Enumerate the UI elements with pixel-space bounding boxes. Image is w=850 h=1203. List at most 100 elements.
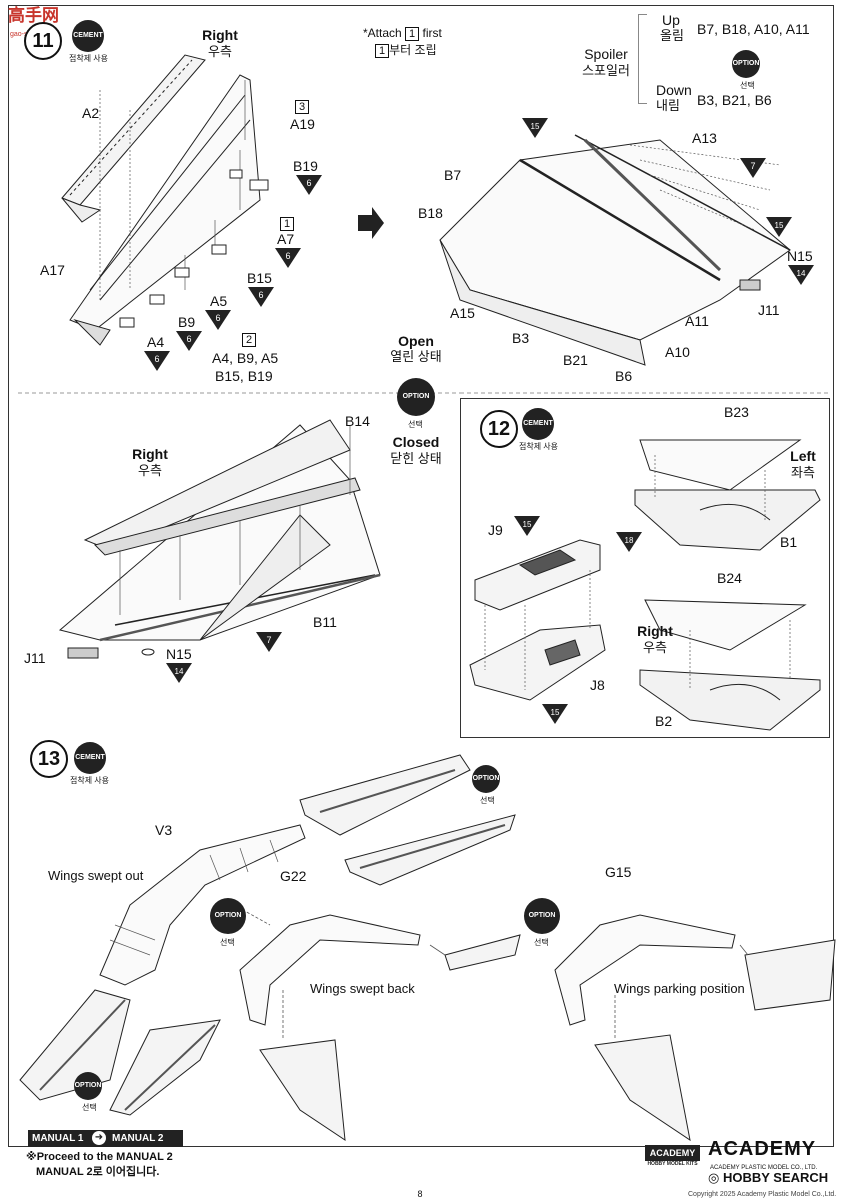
- svg-text:6: 6: [154, 354, 159, 364]
- option-sub: 선택: [82, 1103, 97, 1112]
- manual-bar: MANUAL 1 ➜ MANUAL 2: [28, 1130, 183, 1147]
- svg-text:7: 7: [750, 161, 755, 171]
- step12-right-en: Right: [637, 623, 673, 639]
- part-j11-drawing: [67, 647, 99, 659]
- step2-box: 2: [242, 330, 257, 347]
- closed-en: Closed: [392, 434, 440, 450]
- spoiler-title-kr: 스포일러: [582, 63, 630, 78]
- option-icon: OPTION: [472, 765, 500, 793]
- cement-sub: 접착제 사용: [70, 776, 110, 785]
- part-g15-label: G15: [605, 864, 632, 880]
- lower-right-en: Right: [132, 446, 168, 462]
- attach-first-note: *Attach 1 first: [363, 26, 442, 41]
- open-en: Open: [398, 333, 434, 349]
- part-b7-label: B7: [444, 167, 462, 183]
- svg-text:6: 6: [306, 178, 311, 188]
- option-sub: 선택: [220, 938, 235, 947]
- copyright: Copyright 2025 Academy Plastic Model Co.…: [688, 1191, 837, 1198]
- part-b1-label: B1: [780, 534, 798, 550]
- svg-text:15: 15: [531, 122, 540, 131]
- wing-swept-out-drawing: [99, 824, 306, 986]
- proceed-kr: MANUAL 2로 이어집니다.: [36, 1166, 160, 1178]
- part-g22-label: G22: [280, 868, 307, 884]
- part-a4-label: A4: [147, 334, 165, 350]
- manual2-label: MANUAL 2: [112, 1133, 164, 1144]
- svg-text:15: 15: [775, 221, 784, 230]
- part-a11-label: A11: [685, 313, 709, 329]
- svg-text:6: 6: [285, 251, 290, 261]
- step1-box: 1: [280, 214, 295, 231]
- spoiler-up-kr: 올림: [660, 28, 684, 43]
- part-n15-label: N15: [787, 248, 813, 264]
- part-b2-label: B2: [655, 713, 673, 729]
- cement-sub: 접착제 사용: [519, 442, 559, 451]
- part-a10-label: A10: [665, 344, 690, 360]
- option-icon: OPTION: [524, 898, 560, 934]
- part-v3-label: V3: [155, 822, 173, 838]
- hobby-search-icon: ◎: [708, 1170, 723, 1185]
- part-a17-label: A17: [40, 262, 65, 278]
- svg-text:15: 15: [523, 520, 532, 529]
- spoiler-down-parts: B3, B21, B6: [697, 92, 772, 108]
- step11-right-en: Right: [202, 27, 238, 43]
- option-sub: 선택: [740, 81, 755, 90]
- arrow-right-icon: ➜: [92, 1131, 106, 1145]
- part-b6-label: B6: [615, 368, 633, 384]
- step-13-number: 13: [30, 740, 68, 778]
- part-j11-label: J11: [758, 302, 780, 318]
- hobby-search-logo: ◎ HOBBY SEARCH: [708, 1170, 829, 1185]
- page-frame: [8, 5, 834, 1147]
- wing-parking-drawing: [554, 914, 736, 1026]
- option-sub: 선택: [408, 420, 423, 429]
- step-12-number: 12: [480, 410, 518, 448]
- step-12-box: [460, 398, 830, 738]
- part-a5-label: A5: [210, 293, 228, 309]
- cement-icon: CEMENT: [522, 408, 554, 440]
- svg-text:18: 18: [625, 536, 634, 545]
- step2-parts-line1: A4, B9, A5: [212, 350, 279, 366]
- wings-swept-back-label: Wings swept back: [310, 981, 415, 996]
- option-icon: OPTION: [74, 1072, 102, 1100]
- svg-text:6: 6: [186, 334, 191, 344]
- part-a15-label: A15: [450, 305, 475, 321]
- academy-box-logo: ACADEMY HOBBY MODEL KITS: [645, 1145, 700, 1167]
- svg-text:14: 14: [175, 667, 184, 676]
- part-b24-drawing: [644, 599, 807, 651]
- svg-text:6: 6: [215, 313, 220, 323]
- proceed-en: ※Proceed to the MANUAL 2: [26, 1151, 173, 1163]
- spoiler-up-en: Up: [662, 12, 680, 28]
- svg-text:15: 15: [551, 708, 560, 717]
- option-sub: 선택: [534, 938, 549, 947]
- option-icon: OPTION: [732, 50, 760, 78]
- step12-left-kr: 좌측: [791, 465, 815, 480]
- lower-right-kr: 우측: [138, 463, 162, 478]
- part-b18-label: B18: [418, 205, 443, 221]
- wings-swept-out-label: Wings swept out: [48, 868, 144, 883]
- part-b1-drawing: [634, 489, 821, 551]
- part-a19-label: A19: [290, 116, 315, 132]
- part-j9-label: J9: [488, 522, 503, 538]
- academy-box-sub: HOBBY MODEL KITS: [645, 1161, 700, 1167]
- option-sub: 선택: [480, 796, 495, 805]
- part-b14-label: B14: [345, 413, 370, 429]
- step12-right-kr: 우측: [643, 640, 667, 655]
- part-b15-label: B15: [247, 270, 272, 286]
- step11-right-kr: 우측: [208, 44, 232, 59]
- part-b11-label: B11: [313, 614, 337, 630]
- step3-box: 3: [295, 97, 310, 114]
- manual1-label: MANUAL 1: [32, 1133, 84, 1144]
- part-b23-label: B23: [724, 404, 749, 420]
- closed-kr: 닫힌 상태: [390, 451, 442, 466]
- step-arrow-icon: [358, 207, 384, 239]
- cement-sub: 접착제 사용: [69, 54, 109, 63]
- svg-text:14: 14: [797, 269, 806, 278]
- svg-text:6: 6: [258, 290, 263, 300]
- part-b21-label: B21: [563, 352, 588, 368]
- watermark-brand: 高手网: [8, 6, 59, 25]
- step2-parts-line2: B15, B19: [215, 368, 273, 384]
- wing-swept-back-drawing: [239, 914, 421, 1026]
- cement-icon: CEMENT: [74, 742, 106, 774]
- step-11-number: 11: [24, 22, 62, 60]
